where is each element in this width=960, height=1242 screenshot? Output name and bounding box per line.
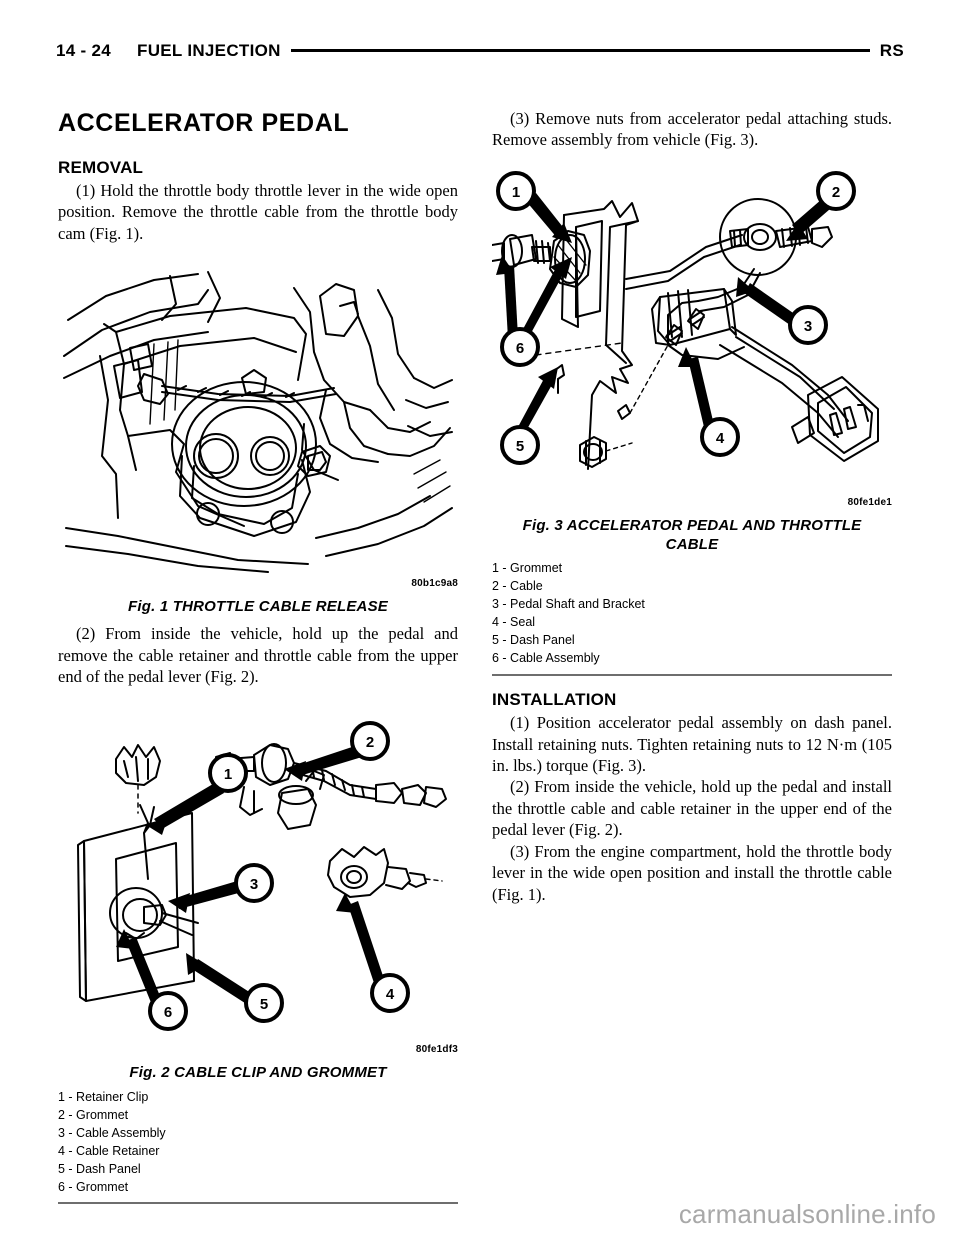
figure-3-callout-2: 2 — [832, 184, 840, 201]
manual-code: RS — [879, 41, 904, 60]
list-item: 1 - Retainer Clip — [58, 1090, 149, 1105]
figure-3-caption: Fig. 3 ACCELERATOR PEDAL AND THROTTLE CA… — [492, 517, 892, 555]
list-item: 2 - Cable — [492, 579, 543, 594]
figure-3-callout-6: 6 — [516, 340, 524, 357]
installation-step-3: (3) From the engine compartment, hold th… — [492, 841, 892, 904]
list-item: 6 - Grommet — [58, 1179, 129, 1194]
removal-step-1: (1) Hold the throttle body throttle leve… — [58, 181, 458, 243]
figure-3-legend-rule — [492, 673, 892, 676]
figure-2-legend: 1 - Retainer Clip 2 - Grommet 3 - Cable … — [58, 1089, 458, 1196]
figure-2: 1 2 3 4 5 6 80fe1df3 Fig. 2 CABLE CLIP A… — [58, 701, 458, 1205]
figure-2-callout-5: 5 — [260, 996, 268, 1013]
figure-3-callout-4: 4 — [716, 430, 725, 447]
site-watermark: carmanualsonline.info — [678, 1199, 936, 1229]
installation-heading: INSTALLATION — [492, 689, 617, 709]
figure-3-image-id: 80fe1de1 — [847, 496, 892, 508]
list-item: 5 - Dash Panel — [492, 632, 575, 647]
figure-3-callout-5: 5 — [516, 438, 524, 455]
figure-3-caption-line-2: CABLE — [665, 535, 719, 553]
figure-1-image-id: 80b1c9a8 — [411, 578, 458, 590]
header-rule — [290, 49, 870, 52]
figure-2-image-id: 80fe1df3 — [415, 1044, 458, 1056]
figure-2-caption: Fig. 2 CABLE CLIP AND GROMMET — [129, 1064, 387, 1082]
right-column: (3) Remove nuts from accelerator pedal a… — [492, 100, 892, 905]
figure-1: 80b1c9a8 Fig. 1 THROTTLE CABLE RELEASE — [58, 260, 458, 617]
installation-step-1: (1) Position accelerator pedal assembly … — [492, 713, 892, 776]
removal-heading: REMOVAL — [58, 157, 144, 177]
list-item: 2 - Grommet — [58, 1108, 129, 1123]
list-item: 6 - Cable Assembly — [492, 650, 600, 665]
list-item: 5 - Dash Panel — [58, 1161, 141, 1176]
figure-3-caption-line-1: Fig. 3 ACCELERATOR PEDAL AND THROTTLE — [522, 516, 862, 534]
removal-step-2: (2) From inside the vehicle, hold up the… — [58, 624, 458, 686]
figure-2-callout-3: 3 — [250, 876, 258, 893]
removal-step-3: (3) Remove nuts from accelerator pedal a… — [492, 109, 892, 150]
figure-3: 1 2 3 4 5 6 80fe1de1 Fig. 3 ACCELERATOR … — [492, 169, 892, 676]
figure-1-artwork — [58, 260, 458, 580]
list-item: 4 - Cable Retainer — [58, 1143, 160, 1158]
list-item: 4 - Seal — [492, 615, 536, 629]
figure-2-callout-4: 4 — [386, 986, 395, 1003]
list-item: 1 - Grommet — [492, 561, 563, 576]
figure-2-artwork: 1 2 3 4 5 6 — [58, 701, 458, 1046]
header-section-title: FUEL INJECTION — [137, 41, 281, 60]
figure-1-caption: Fig. 1 THROTTLE CABLE RELEASE — [128, 598, 388, 616]
list-item: 3 - Pedal Shaft and Bracket — [492, 597, 645, 612]
list-item: 3 - Cable Assembly — [58, 1125, 166, 1140]
figure-2-callout-6: 6 — [164, 1004, 172, 1021]
page-number: 14 - 24 — [56, 41, 112, 60]
figure-2-callout-1: 1 — [224, 766, 232, 783]
left-column: ACCELERATOR PEDAL REMOVAL (1) Hold the t… — [58, 100, 458, 1205]
installation-step-2: (2) From inside the vehicle, hold up the… — [492, 777, 892, 840]
page-title: ACCELERATOR PEDAL — [58, 109, 350, 137]
figure-2-legend-rule — [58, 1202, 458, 1205]
figure-3-callout-1: 1 — [512, 184, 520, 201]
figure-2-callout-2: 2 — [366, 734, 374, 751]
figure-3-artwork: 1 2 3 4 5 6 — [492, 169, 892, 499]
page-header: 14 - 24 FUEL INJECTION RS — [56, 38, 904, 64]
figure-3-callout-3: 3 — [804, 318, 812, 335]
figure-3-legend: 1 - Grommet 2 - Cable 3 - Pedal Shaft an… — [492, 560, 892, 667]
